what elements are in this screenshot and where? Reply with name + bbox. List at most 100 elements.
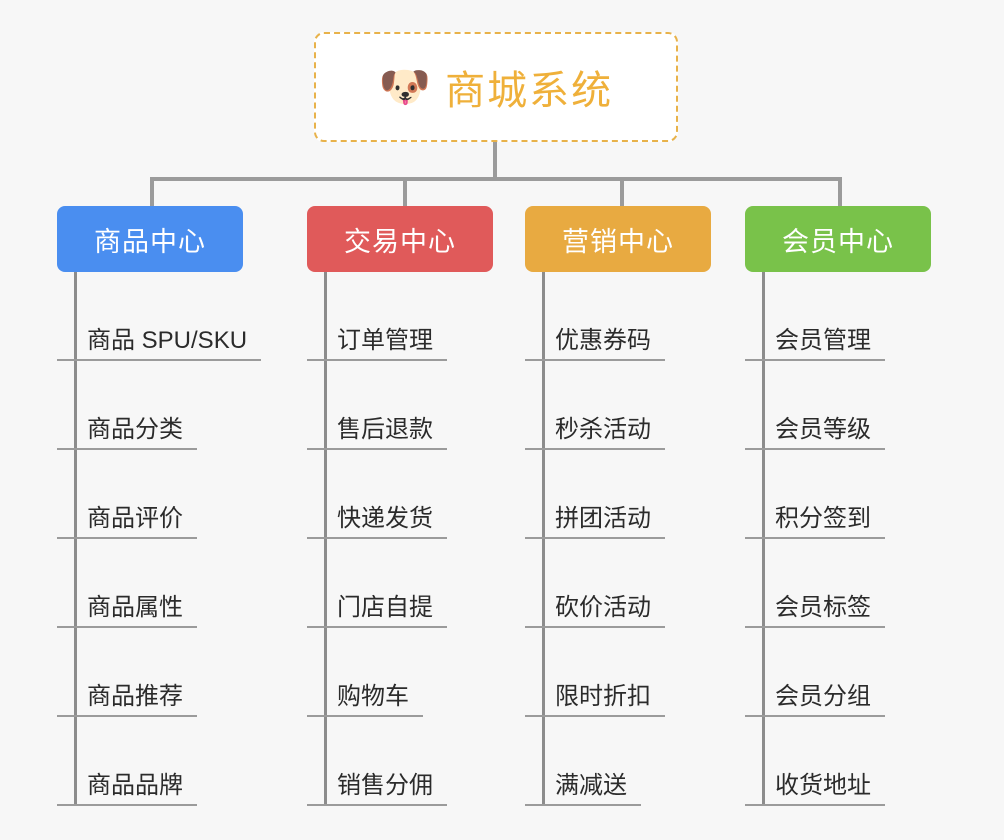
leaf-item[interactable]: 订单管理 xyxy=(307,272,493,361)
leaf-item-label: 销售分佣 xyxy=(337,772,433,799)
leaf-item[interactable]: 销售分佣 xyxy=(307,717,493,806)
leaf-item[interactable]: 商品品牌 xyxy=(57,717,243,806)
leaf-item-label: 门店自提 xyxy=(337,594,433,621)
leaf-item-underline: 会员等级 xyxy=(745,409,885,450)
leaf-item-label: 秒杀活动 xyxy=(555,416,651,443)
root-node[interactable]: 🐶 商城系统 xyxy=(314,32,678,142)
leaf-item[interactable]: 售后退款 xyxy=(307,361,493,450)
branch-header-label: 营销中心 xyxy=(562,226,674,257)
leaf-item[interactable]: 限时折扣 xyxy=(525,628,711,717)
leaf-item-underline: 商品 SPU/SKU xyxy=(57,320,262,361)
leaf-item-label: 优惠券码 xyxy=(555,327,651,354)
leaf-item-underline: 商品品牌 xyxy=(57,765,197,806)
horizontal-bus-connector xyxy=(150,177,840,181)
drop-connector-marketing-center xyxy=(620,177,624,207)
leaf-item-label: 商品推荐 xyxy=(87,683,183,710)
leaf-item[interactable]: 购物车 xyxy=(307,628,493,717)
leaf-item-label: 限时折扣 xyxy=(555,683,651,710)
leaf-item-underline: 快递发货 xyxy=(307,498,447,539)
leaf-item-underline: 积分签到 xyxy=(745,498,885,539)
leaf-item-label: 积分签到 xyxy=(775,505,871,532)
branch-spine-member-center xyxy=(762,272,765,806)
leaf-item-underline: 商品评价 xyxy=(57,498,197,539)
leaf-item-label: 商品 SPU/SKU xyxy=(87,327,248,354)
leaf-item[interactable]: 满减送 xyxy=(525,717,711,806)
leaf-item-label: 满减送 xyxy=(555,772,627,799)
leaf-item-underline: 收货地址 xyxy=(745,765,885,806)
branch-header-label: 会员中心 xyxy=(782,226,894,257)
branch-spine-product-center xyxy=(74,272,77,806)
leaf-item[interactable]: 秒杀活动 xyxy=(525,361,711,450)
leaf-item-underline: 拼团活动 xyxy=(525,498,665,539)
leaf-item-underline: 会员标签 xyxy=(745,587,885,628)
leaf-item-label: 售后退款 xyxy=(337,416,433,443)
drop-connector-trade-center xyxy=(403,177,407,207)
leaf-item[interactable]: 砍价活动 xyxy=(525,539,711,628)
leaf-item-label: 会员管理 xyxy=(775,327,871,354)
leaf-item-label: 收货地址 xyxy=(775,772,871,799)
leaf-item-underline: 会员管理 xyxy=(745,320,885,361)
leaf-item[interactable]: 商品推荐 xyxy=(57,628,243,717)
leaf-item[interactable]: 快递发货 xyxy=(307,450,493,539)
branch-header-marketing-center[interactable]: 营销中心 xyxy=(525,206,711,272)
drop-connector-product-center xyxy=(150,177,154,207)
leaf-item-label: 会员分组 xyxy=(775,683,871,710)
leaf-list-trade-center: 订单管理售后退款快递发货门店自提购物车销售分佣 xyxy=(307,272,493,806)
leaf-item-underline: 优惠券码 xyxy=(525,320,665,361)
leaf-list-member-center: 会员管理会员等级积分签到会员标签会员分组收货地址 xyxy=(745,272,931,806)
branch-header-label: 交易中心 xyxy=(344,226,456,257)
leaf-item[interactable]: 商品评价 xyxy=(57,450,243,539)
leaf-item-label: 砍价活动 xyxy=(555,594,651,621)
leaf-item[interactable]: 收货地址 xyxy=(745,717,931,806)
leaf-item[interactable]: 优惠券码 xyxy=(525,272,711,361)
leaf-list-product-center: 商品 SPU/SKU 商品分类商品评价商品属性商品推荐商品品牌 xyxy=(57,272,262,806)
leaf-item-underline: 限时折扣 xyxy=(525,676,665,717)
leaf-item-label: 商品品牌 xyxy=(87,772,183,799)
leaf-item-underline: 秒杀活动 xyxy=(525,409,665,450)
root-stem-connector xyxy=(493,142,497,180)
root-title: 商城系统 xyxy=(445,69,614,113)
leaf-item-underline: 满减送 xyxy=(525,765,641,806)
leaf-item[interactable]: 商品 SPU/SKU xyxy=(57,272,262,361)
leaf-item[interactable]: 拼团活动 xyxy=(525,450,711,539)
branch-header-product-center[interactable]: 商品中心 xyxy=(57,206,243,272)
drop-connector-member-center xyxy=(838,177,842,207)
leaf-item[interactable]: 积分签到 xyxy=(745,450,931,539)
leaf-item-label: 商品属性 xyxy=(87,594,183,621)
leaf-item-label: 订单管理 xyxy=(337,327,433,354)
leaf-item-underline: 商品分类 xyxy=(57,409,197,450)
branch-column-product-center: 商品中心商品 SPU/SKU 商品分类商品评价商品属性商品推荐商品品牌 xyxy=(57,206,262,806)
leaf-item-label: 商品评价 xyxy=(87,505,183,532)
leaf-item[interactable]: 会员管理 xyxy=(745,272,931,361)
shiba-dog-face-icon: 🐶 xyxy=(378,63,432,110)
leaf-item[interactable]: 会员标签 xyxy=(745,539,931,628)
branch-spine-marketing-center xyxy=(542,272,545,806)
leaf-list-marketing-center: 优惠券码秒杀活动拼团活动砍价活动限时折扣满减送 xyxy=(525,272,711,806)
branch-spine-trade-center xyxy=(324,272,327,806)
leaf-item[interactable]: 商品属性 xyxy=(57,539,243,628)
leaf-item-underline: 商品属性 xyxy=(57,587,197,628)
leaf-item-label: 购物车 xyxy=(337,683,409,710)
leaf-item-underline: 会员分组 xyxy=(745,676,885,717)
leaf-item[interactable]: 会员等级 xyxy=(745,361,931,450)
leaf-item[interactable]: 门店自提 xyxy=(307,539,493,628)
leaf-item[interactable]: 商品分类 xyxy=(57,361,243,450)
leaf-item-label: 商品分类 xyxy=(87,416,183,443)
leaf-item-underline: 订单管理 xyxy=(307,320,447,361)
leaf-item[interactable]: 会员分组 xyxy=(745,628,931,717)
leaf-item-underline: 门店自提 xyxy=(307,587,447,628)
leaf-item-label: 会员标签 xyxy=(775,594,871,621)
branch-header-label: 商品中心 xyxy=(94,226,206,257)
leaf-item-underline: 砍价活动 xyxy=(525,587,665,628)
branch-column-marketing-center: 营销中心优惠券码秒杀活动拼团活动砍价活动限时折扣满减送 xyxy=(525,206,711,806)
leaf-item-underline: 商品推荐 xyxy=(57,676,197,717)
leaf-item-label: 会员等级 xyxy=(775,416,871,443)
branch-header-member-center[interactable]: 会员中心 xyxy=(745,206,931,272)
leaf-item-label: 快递发货 xyxy=(337,505,433,532)
branch-column-trade-center: 交易中心订单管理售后退款快递发货门店自提购物车销售分佣 xyxy=(307,206,493,806)
branch-header-trade-center[interactable]: 交易中心 xyxy=(307,206,493,272)
leaf-item-label: 拼团活动 xyxy=(555,505,651,532)
leaf-item-underline: 购物车 xyxy=(307,676,423,717)
branch-column-member-center: 会员中心会员管理会员等级积分签到会员标签会员分组收货地址 xyxy=(745,206,931,806)
